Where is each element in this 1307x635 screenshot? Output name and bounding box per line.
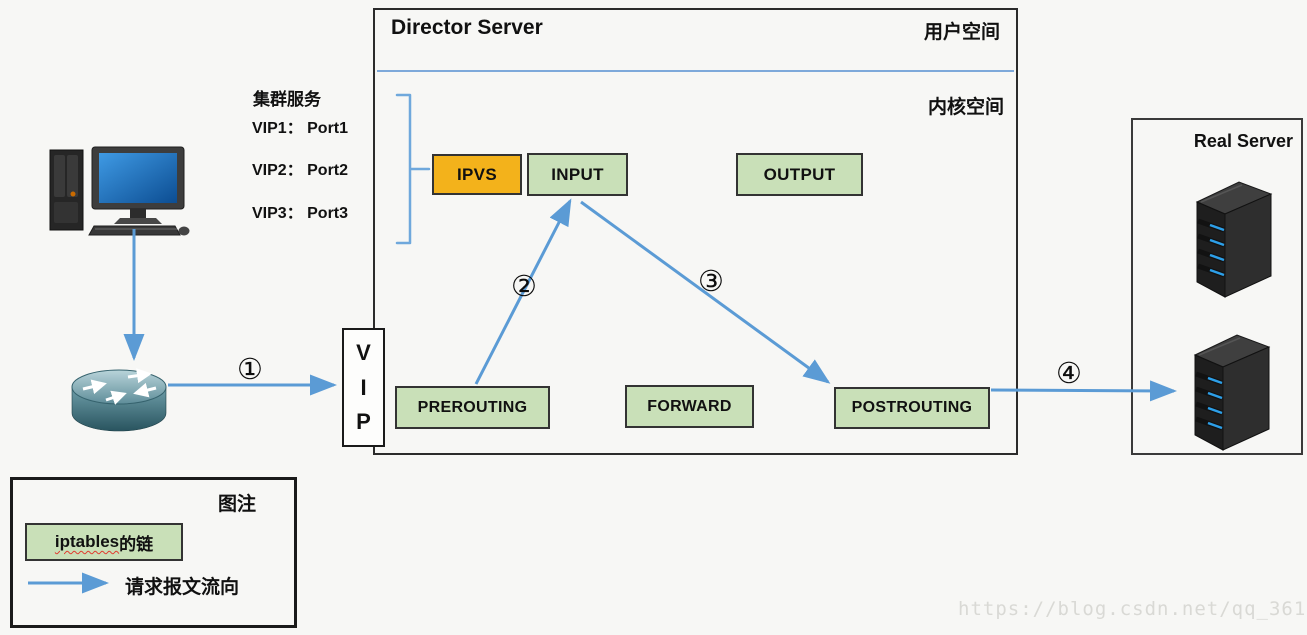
- step-badge-1: ①: [237, 352, 263, 386]
- user-space-label: 用户空间: [923, 22, 1000, 43]
- step-badge-3: ③: [698, 264, 724, 298]
- prerouting-chain-box: PREROUTING: [395, 386, 550, 429]
- computer-tower: [49, 149, 84, 231]
- real-server-title: Real Server: [1193, 131, 1293, 151]
- step-badge-4: ④: [1056, 356, 1082, 390]
- forward-chain-box: FORWARD: [625, 385, 754, 428]
- step-badge-2: ②: [511, 269, 537, 303]
- computer-keyboard: [88, 225, 181, 236]
- cluster-vip-entry-1: VIP1： Port1: [252, 120, 349, 137]
- vip-letter: P: [356, 408, 371, 434]
- legend-title: 图注: [217, 494, 256, 515]
- real-server-box: Real Server: [1131, 118, 1303, 455]
- space-divider: [377, 70, 1014, 72]
- router-arrows: [82, 368, 157, 405]
- server-icon: [1195, 181, 1273, 298]
- legend-flow-label: 请求报文流向: [125, 577, 240, 598]
- cluster-vip-entry-2: VIP2： Port2: [252, 162, 349, 179]
- director-server-box: Director Server 用户空间 内核空间: [373, 8, 1018, 455]
- output-chain-box: OUTPUT: [736, 153, 863, 196]
- director-title: Director Server: [391, 16, 543, 39]
- postrouting-chain-box: POSTROUTING: [834, 387, 990, 429]
- vip-letter: V: [356, 340, 371, 366]
- ipvs-box: IPVS: [432, 154, 522, 195]
- vip-letter: I: [360, 374, 367, 400]
- legend-chain-label-en: iptables: [54, 532, 120, 551]
- cluster-vip-entry-3: VIP3： Port3: [252, 205, 349, 222]
- vip-box: V I P: [342, 328, 385, 447]
- server-icon: [1193, 334, 1271, 451]
- legend-chain-label-zh: 的链: [119, 534, 154, 554]
- kernel-space-label: 内核空间: [927, 97, 1004, 118]
- input-chain-box: INPUT: [527, 153, 628, 196]
- computer-mouse: [178, 226, 190, 236]
- watermark: https://blog.csdn.net/qq_36119192: [958, 598, 1307, 620]
- client-computer-icon: [49, 146, 190, 236]
- computer-monitor: [91, 146, 185, 224]
- router-icon: [71, 368, 167, 432]
- cluster-service-title: 集群服务: [253, 90, 321, 109]
